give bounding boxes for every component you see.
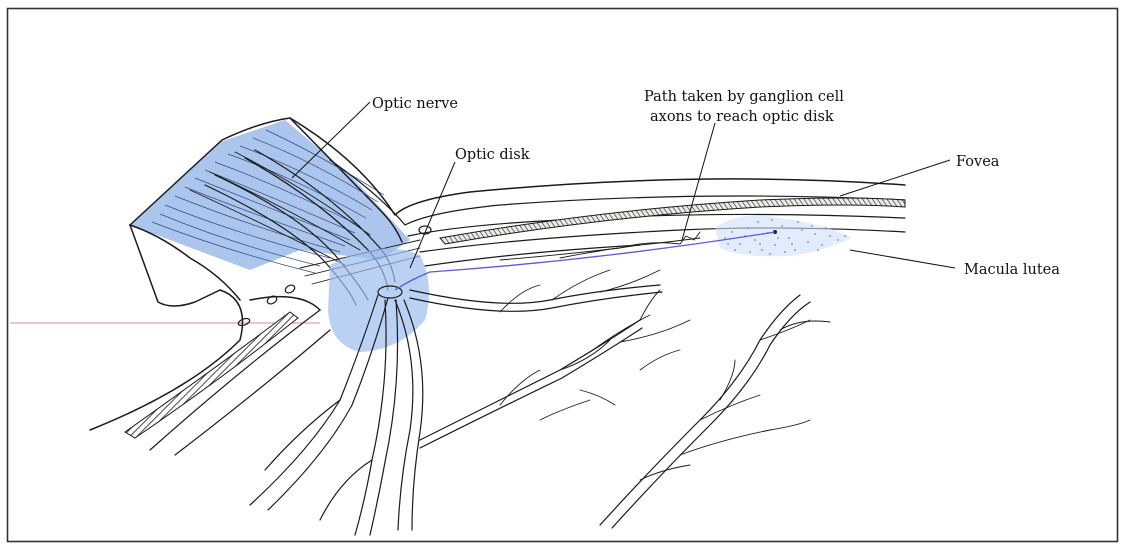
label-optic-disk: Optic disk — [455, 147, 530, 163]
label-optic-nerve: Optic nerve — [372, 96, 458, 112]
label-macula-lutea: Macula lutea — [964, 262, 1060, 278]
label-path-line2: axons to reach optic disk — [650, 109, 834, 125]
figure-frame — [8, 9, 1118, 542]
label-path-line1: Path taken by ganglion cell — [644, 89, 844, 105]
label-fovea: Fovea — [956, 154, 1000, 170]
